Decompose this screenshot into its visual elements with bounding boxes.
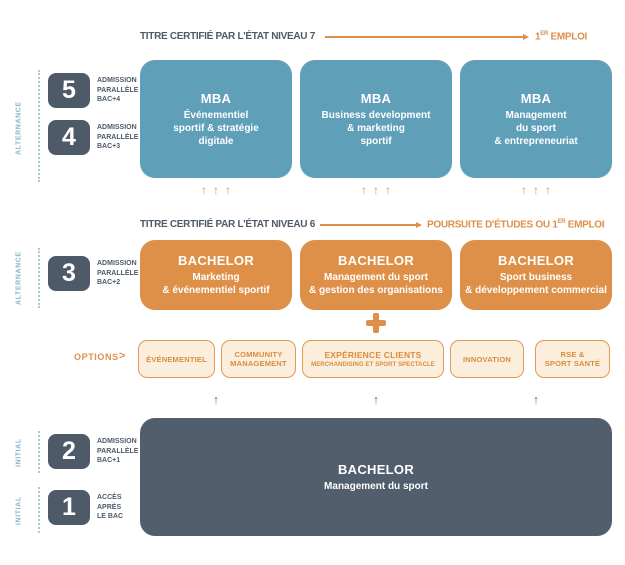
up-arrows-group: ↑ ↑ ↑	[140, 183, 292, 197]
bachelor-box-management: BACHELOR Management du sport & gestion d…	[300, 240, 452, 310]
up-arrow-icon: ↑	[533, 183, 539, 197]
option-subtitle: MERCHANDISING ET SPORT SPECTACLE	[311, 361, 435, 368]
program-name: Marketing & événementiel sportif	[162, 272, 270, 296]
track-label-alternance: ALTERNANCE	[15, 101, 23, 155]
up-arrow-icon: ↑	[521, 183, 527, 197]
degree-title: BACHELOR	[497, 253, 575, 268]
admission-label-3: ADMISSION PARALLÈLE BAC+2	[97, 260, 139, 287]
up-arrow-icon: ↑	[213, 183, 219, 197]
foundation-bachelor-box: BACHELOR Management du sport	[140, 418, 612, 536]
options-label: OPTIONS	[74, 352, 119, 362]
tier7-title: TITRE CERTIFIÉ PAR L'ÉTAT NIVEAU 7	[140, 31, 315, 42]
option-box-innovation: INNOVATION	[450, 340, 524, 378]
tier7-outcome: 1ER EMPLOI	[535, 31, 587, 42]
tier7-outcome-prefix: 1	[535, 31, 541, 43]
dotted-line	[38, 70, 40, 182]
degree-title: MBA	[520, 90, 552, 106]
tier7-arrowhead-icon	[523, 33, 529, 40]
mba-box-management: MBA Management du sport & entrepreneuria…	[460, 60, 612, 178]
degree-title: BACHELOR	[337, 253, 415, 268]
admission-label-5: ADMISSION PARALLÈLE BAC+4	[97, 77, 139, 104]
up-arrow-icon: ↑	[361, 183, 367, 197]
option-box-experience-clients: EXPÉRIENCE CLIENTS MERCHANDISING ET SPOR…	[302, 340, 444, 378]
program-name: Management du sport & entrepreneuriat	[494, 109, 578, 147]
mba-box-evenementiel: MBA Événementiel sportif & stratégie dig…	[140, 60, 292, 178]
program-name: Business development & marketing sportif	[321, 109, 431, 147]
up-arrow-icon: ↑	[385, 183, 391, 197]
admission-label-4: ADMISSION PARALLÈLE BAC+3	[97, 124, 139, 151]
bachelor-box-sport-business: BACHELOR Sport business & développement …	[460, 240, 612, 310]
tier6-arrow-line	[320, 224, 416, 226]
tier7-arrow-line	[325, 36, 523, 38]
level-badge-3: 3	[48, 256, 90, 291]
tier6-title: TITRE CERTIFIÉ PAR L'ÉTAT NIVEAU 6	[140, 219, 315, 230]
dotted-line	[38, 487, 40, 533]
tier6-outcome: POURSUITE D'ÉTUDES OU 1ER EMPLOI	[427, 219, 605, 231]
up-arrow-icon: ↑	[213, 394, 219, 406]
level-badge-5: 5	[48, 73, 90, 108]
option-title: INNOVATION	[463, 354, 511, 364]
dotted-line	[38, 248, 40, 308]
option-title: COMMUNITY MANAGEMENT	[230, 350, 287, 368]
tier6-outcome-suffix: EMPLOI	[565, 219, 605, 231]
option-box-rse-sport-sante: RSE & SPORT SANTÉ	[535, 340, 610, 378]
up-arrow-icon: ↑	[373, 394, 379, 406]
option-title: RSE & SPORT SANTÉ	[544, 350, 601, 368]
up-arrow-icon: ↑	[373, 183, 379, 197]
level-badge-4: 4	[48, 120, 90, 155]
mba-box-business-development: MBA Business development & marketing spo…	[300, 60, 452, 178]
track-label-initial: INITIAL	[15, 438, 23, 468]
level-badge-1: 1	[48, 490, 90, 525]
up-arrow-icon: ↑	[225, 183, 231, 197]
up-arrow-icon: ↑	[545, 183, 551, 197]
degree-title: MBA	[200, 90, 232, 106]
tier6-outcome-prefix: POURSUITE D'ÉTUDES OU 1	[427, 219, 558, 231]
up-arrow-icon: ↑	[533, 394, 539, 406]
tier6-arrowhead-icon	[416, 221, 422, 228]
up-arrows-group: ↑ ↑ ↑	[460, 183, 612, 197]
option-title: EXPÉRIENCE CLIENTS	[324, 349, 422, 360]
bachelor-box-marketing: BACHELOR Marketing & événementiel sporti…	[140, 240, 292, 310]
admission-label-1: ACCÈS APRÈS LE BAC	[97, 494, 124, 521]
dotted-line	[38, 431, 40, 473]
track-label-initial: INITIAL	[15, 496, 23, 526]
track-label-alternance: ALTERNANCE	[15, 251, 23, 305]
admission-label-2: ADMISSION PARALLÈLE BAC+1	[97, 438, 139, 465]
tier7-outcome-suffix: EMPLOI	[548, 31, 588, 43]
tier7-outcome-sup: ER	[540, 31, 549, 37]
degree-title: MBA	[360, 90, 392, 106]
option-box-community-management: COMMUNITY MANAGEMENT	[221, 340, 296, 378]
option-box-evenementiel: ÉVÉNEMENTIEL	[138, 340, 215, 378]
degree-title: BACHELOR	[337, 461, 415, 477]
plus-icon	[366, 313, 386, 333]
program-name: Management du sport & gestion des organi…	[309, 272, 443, 296]
up-arrow-icon: ↑	[201, 183, 207, 197]
option-title: ÉVÉNEMENTIEL	[146, 354, 207, 364]
level-badge-2: 2	[48, 434, 90, 469]
chevron-right-icon: >	[119, 350, 126, 362]
program-name: Sport business & développement commercia…	[465, 272, 607, 296]
program-name: Management du sport	[324, 480, 428, 492]
tier6-outcome-sup: ER	[557, 219, 566, 225]
degree-title: BACHELOR	[177, 253, 255, 268]
program-name: Événementiel sportif & stratégie digital…	[173, 109, 259, 147]
up-arrows-group: ↑ ↑ ↑	[300, 183, 452, 197]
